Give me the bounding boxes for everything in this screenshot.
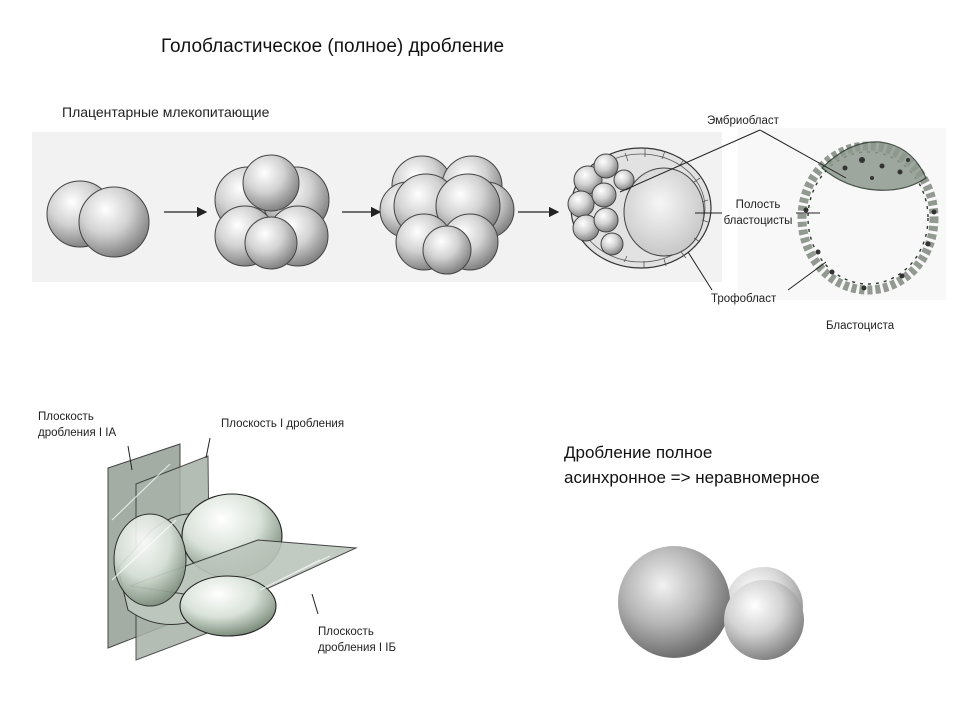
- label-plane-1b-line2: дробления I IБ: [318, 642, 397, 654]
- cleavage-note-line2: асинхронное => неравномерное: [564, 468, 820, 487]
- blastocyst-drawing: [797, 141, 939, 295]
- label-plane-1a-line1: Плоскость: [38, 411, 94, 423]
- early-blastocyst: [567, 147, 712, 269]
- cleavage-note-line1: Дробление полное: [564, 443, 713, 462]
- leader-lines: [619, 129, 847, 291]
- label-blastocyst: Бластоциста: [826, 320, 895, 332]
- label-plane-1b-line1: Плоскость: [318, 626, 374, 638]
- two-cell-stage: [46, 180, 150, 258]
- eight-cell-stage: [379, 155, 515, 275]
- page-title: Голобластическое (полное) дробление: [161, 36, 505, 57]
- label-embryoblast: Эмбриобласт: [707, 115, 779, 127]
- label-plane-1: Плоскость I дробления: [221, 418, 345, 430]
- label-plane-1b: Плоскость дробления I IБ: [318, 624, 396, 656]
- cleavage-note: Дробление полное асинхронное => неравном…: [564, 440, 820, 490]
- cleavage-planes-3d: [107, 437, 358, 661]
- label-cavity-line2: бластоцисты: [723, 215, 793, 227]
- label-trophoblast: Трофобласт: [711, 293, 777, 305]
- label-plane-1a-line2: дробления I IA: [38, 427, 117, 439]
- label-plane-1a: Плоскость дробления I IA: [38, 409, 116, 441]
- unequal-cleavage-spheres: [618, 546, 804, 660]
- label-blastocyst-cavity: Полость бластоцисты: [716, 197, 800, 229]
- four-cell-stage: [214, 154, 330, 270]
- section-subtitle: Плацентарные млекопитающие: [62, 104, 270, 120]
- label-cavity-line1: Полость: [735, 199, 781, 211]
